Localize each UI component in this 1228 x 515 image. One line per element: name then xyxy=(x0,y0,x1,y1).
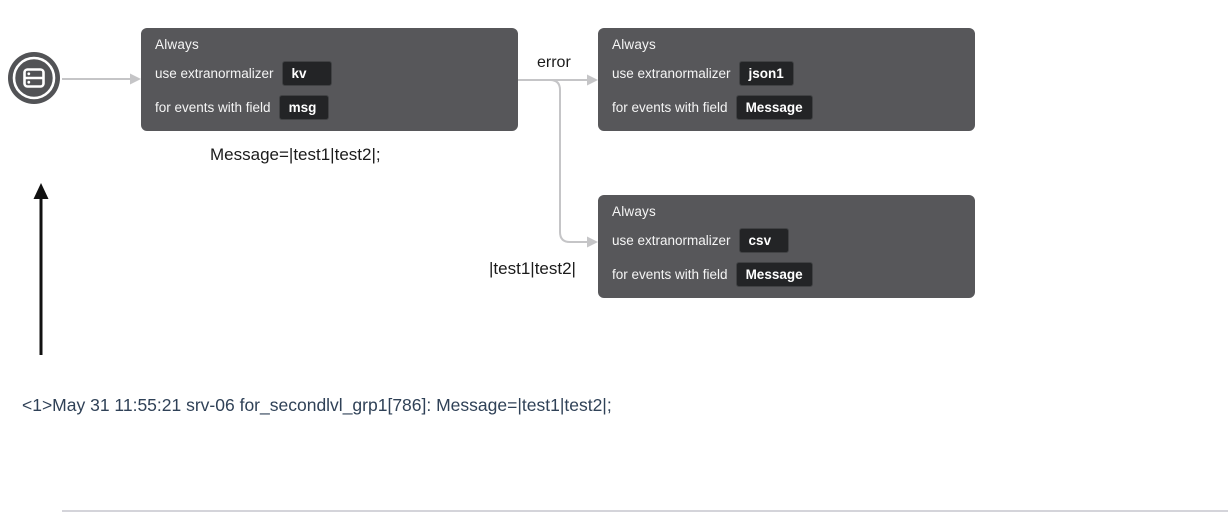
node-field-row: for events with field Message xyxy=(612,262,961,287)
extranormalizer-value-chip[interactable]: json1 xyxy=(738,61,794,86)
node-rule-row: use extranormalizer kv xyxy=(155,61,504,86)
rule-node-kv[interactable]: Always use extranormalizer kv for events… xyxy=(141,28,518,131)
rule-label: use extranormalizer xyxy=(612,233,731,248)
branch-value-annotation: |test1|test2| xyxy=(489,259,576,278)
field-label: for events with field xyxy=(612,100,728,115)
syslog-source-icon xyxy=(8,52,60,104)
edge-node1-to-node3 xyxy=(549,79,598,248)
field-label: for events with field xyxy=(612,267,728,282)
extranormalizer-value-chip[interactable]: kv xyxy=(281,61,332,86)
field-value-chip[interactable]: msg xyxy=(278,95,329,120)
arrowhead-icon xyxy=(130,73,141,85)
node-condition-row: Always xyxy=(612,37,961,52)
node-field-row: for events with field Message xyxy=(612,95,961,120)
edge-source-to-node1 xyxy=(62,73,141,85)
node-rule-row: use extranormalizer json1 xyxy=(612,61,961,86)
node-condition-row: Always xyxy=(612,204,961,219)
raw-log-line: <1>May 31 11:55:21 srv-06 for_secondlvl_… xyxy=(22,395,612,415)
node-condition-row: Always xyxy=(155,37,504,52)
bottom-divider xyxy=(62,510,1228,512)
arrowhead-icon xyxy=(587,236,598,248)
arrowhead-icon xyxy=(587,74,598,86)
extranormalizer-value-chip[interactable]: csv xyxy=(738,228,789,253)
rule-node-json1[interactable]: Always use extranormalizer json1 for eve… xyxy=(598,28,975,131)
condition-label: Always xyxy=(612,204,656,219)
rule-node-csv[interactable]: Always use extranormalizer csv for event… xyxy=(598,195,975,298)
edge-node1-to-node2 xyxy=(518,74,598,86)
condition-label: Always xyxy=(612,37,656,52)
edge-error-label: error xyxy=(537,54,571,71)
rule-label: use extranormalizer xyxy=(155,66,274,81)
node-rule-row: use extranormalizer csv xyxy=(612,228,961,253)
field-label: for events with field xyxy=(155,100,271,115)
node-field-row: for events with field msg xyxy=(155,95,504,120)
field-value-chip[interactable]: Message xyxy=(735,262,813,287)
condition-label: Always xyxy=(155,37,199,52)
syslog-source-node[interactable] xyxy=(8,52,60,104)
up-arrow-icon xyxy=(33,183,49,355)
input-message-annotation: Message=|test1|test2|; xyxy=(210,145,381,164)
field-value-chip[interactable]: Message xyxy=(735,95,813,120)
rule-label: use extranormalizer xyxy=(612,66,731,81)
